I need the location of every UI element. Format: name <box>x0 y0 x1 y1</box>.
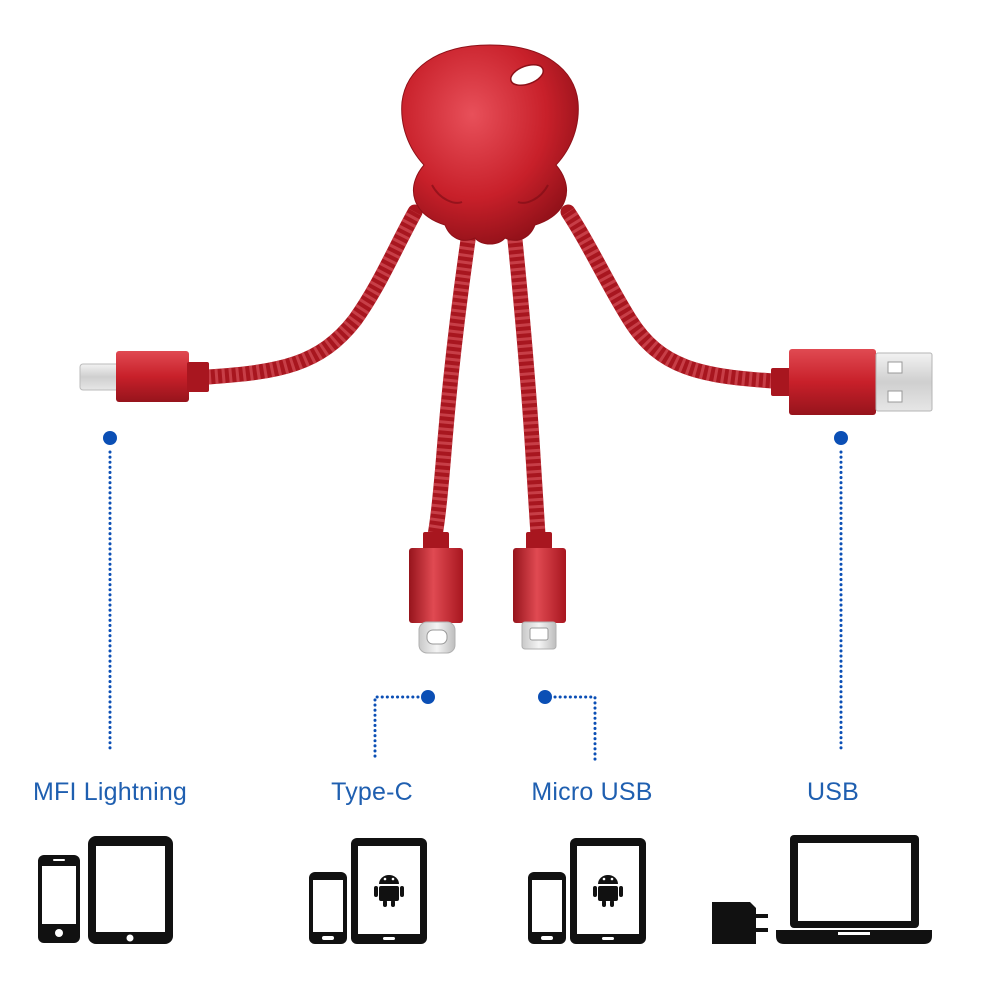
android-phone-icon <box>309 872 347 944</box>
wall-charger-icon <box>712 902 768 944</box>
braided-cables <box>200 204 781 543</box>
label-type-c: Type-C <box>331 778 413 806</box>
android-tablet-icon <box>570 838 646 944</box>
indicator-dots <box>103 431 848 704</box>
label-usb: USB <box>806 778 860 806</box>
label-micro-usb: Micro USB <box>531 778 653 806</box>
cable-lightning <box>200 204 423 385</box>
android-tablet-icon <box>351 838 427 944</box>
android-robot-icon <box>593 875 623 907</box>
octopus-head <box>401 44 579 245</box>
indicator-dot-type-c <box>421 690 435 704</box>
laptop-icon <box>776 835 932 944</box>
android-robot-icon <box>374 875 404 907</box>
keyring-hole <box>509 63 545 87</box>
indicator-dot-micro-usb <box>538 690 552 704</box>
indicator-lines <box>108 450 843 762</box>
label-mfi-lightning: MFI Lightning <box>32 778 188 806</box>
iphone-icon <box>38 855 80 943</box>
android-phone-icon <box>528 872 566 944</box>
indicator-dot-usb <box>834 431 848 445</box>
indicator-dot-lightning <box>103 431 117 445</box>
ipad-icon <box>88 836 173 944</box>
type-c-connector <box>409 532 463 654</box>
micro-usb-connector <box>513 532 566 650</box>
lightning-connector <box>79 351 209 402</box>
usb-a-connector <box>771 349 933 415</box>
indicator-line-micro-usb <box>553 695 597 762</box>
indicator-line-type-c <box>373 695 420 762</box>
